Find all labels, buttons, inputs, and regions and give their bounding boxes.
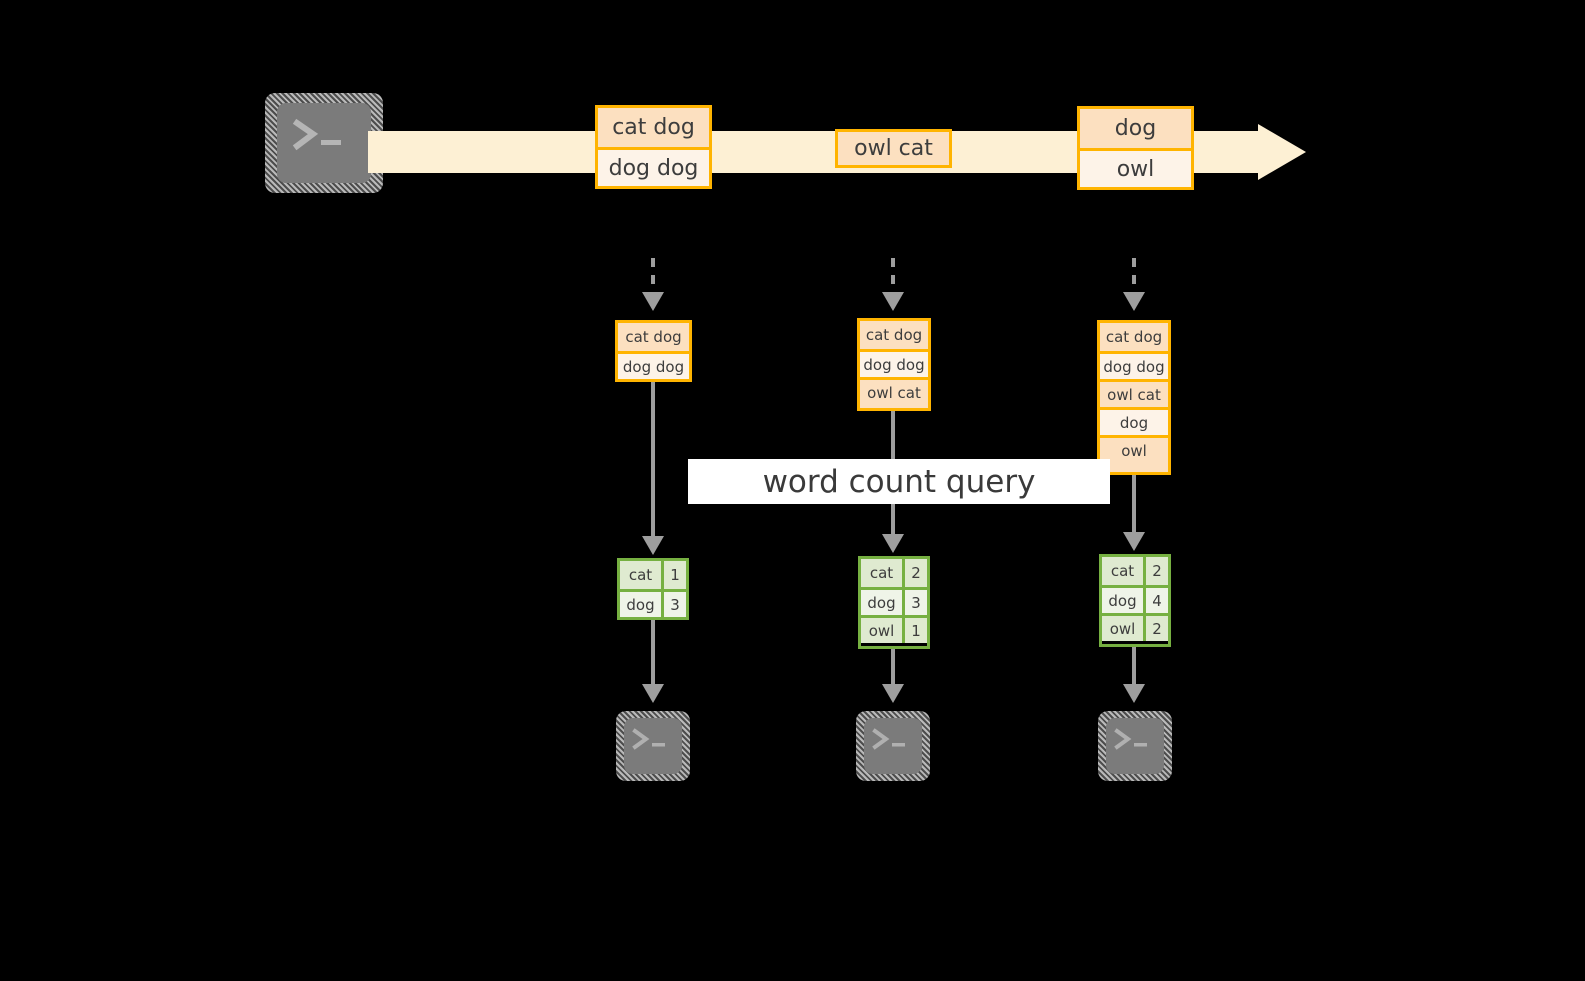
- snapshot-3-record-5: owl: [1100, 435, 1168, 463]
- snapshot-1-count-1: 1: [664, 561, 686, 589]
- snapshot-1-record-1: cat dog: [618, 323, 689, 351]
- stream-event-1-line-1: cat dog: [598, 108, 709, 147]
- snapshot-3-word-2: dog: [1102, 588, 1146, 613]
- snapshot-2-trigger-line: [891, 258, 895, 294]
- snapshot-2-word-2: dog: [861, 590, 905, 615]
- snapshot-1-query-line: [651, 382, 655, 540]
- snapshot-3-word-3: owl: [1102, 616, 1146, 641]
- snapshot-2-word-3: owl: [861, 618, 905, 643]
- snapshot-2-sink-line: [891, 649, 895, 688]
- stream-event-1[interactable]: cat dog dog dog: [595, 105, 712, 189]
- snapshot-3-record-4: dog: [1100, 407, 1168, 435]
- snapshot-3-sink-arrowhead: [1123, 684, 1145, 703]
- terminal-prompt-icon: [872, 728, 905, 750]
- table-row: dog 3: [861, 587, 927, 615]
- snapshot-1-accumulated-records[interactable]: cat dog dog dog: [615, 320, 692, 382]
- snapshot-3-result-table[interactable]: cat 2 dog 4 owl 2: [1099, 554, 1171, 647]
- snapshot-1-trigger-line: [651, 258, 655, 294]
- snapshot-2-record-2: dog dog: [860, 349, 928, 377]
- snapshot-3-count-1: 2: [1146, 557, 1168, 585]
- table-row: dog 4: [1102, 585, 1168, 613]
- table-row: cat 2: [1102, 557, 1168, 585]
- snapshot-2-query-arrowhead: [882, 534, 904, 553]
- stream-event-1-line-2: dog dog: [598, 147, 709, 186]
- table-row: cat 1: [620, 561, 686, 589]
- snapshot-2-record-3: owl cat: [860, 377, 928, 405]
- event-stream-arrowhead: [1258, 124, 1306, 180]
- snapshot-3-trigger-line: [1132, 258, 1136, 294]
- snapshot-3-record-2: dog dog: [1100, 351, 1168, 379]
- table-row: cat 2: [861, 559, 927, 587]
- stream-event-3-line-2: owl: [1080, 148, 1191, 187]
- snapshot-3-query-arrowhead: [1123, 532, 1145, 551]
- snapshot-1-count-2: 3: [664, 592, 686, 617]
- stream-event-3[interactable]: dog owl: [1077, 106, 1194, 190]
- snapshot-2-sink-arrowhead: [882, 684, 904, 703]
- table-row: owl 1: [861, 615, 927, 643]
- query-label: word count query: [688, 459, 1110, 504]
- snapshot-3-sink-terminal[interactable]: [1098, 711, 1172, 781]
- source-terminal-icon[interactable]: [265, 93, 383, 193]
- snapshot-2-word-1: cat: [861, 559, 905, 587]
- terminal-prompt-icon: [292, 118, 341, 151]
- snapshot-3-query-line: [1132, 475, 1136, 536]
- snapshot-1-record-2: dog dog: [618, 351, 689, 379]
- snapshot-3-sink-line: [1132, 647, 1136, 688]
- snapshot-2-result-table[interactable]: cat 2 dog 3 owl 1: [858, 556, 930, 649]
- snapshot-2-record-1: cat dog: [860, 321, 928, 349]
- snapshot-3-count-3: 2: [1146, 616, 1168, 641]
- snapshot-1-trigger-arrowhead: [642, 292, 664, 311]
- snapshot-2-sink-terminal[interactable]: [856, 711, 930, 781]
- snapshot-3-word-1: cat: [1102, 557, 1146, 585]
- stream-event-3-line-1: dog: [1080, 109, 1191, 148]
- snapshot-2-trigger-arrowhead: [882, 292, 904, 311]
- snapshot-1-query-arrowhead: [642, 536, 664, 555]
- snapshot-3-accumulated-records[interactable]: cat dog dog dog owl cat dog owl: [1097, 320, 1171, 475]
- snapshot-2-count-1: 2: [905, 559, 927, 587]
- snapshot-2-count-2: 3: [905, 590, 927, 615]
- snapshot-3-record-3: owl cat: [1100, 379, 1168, 407]
- stream-event-2[interactable]: owl cat: [835, 129, 952, 168]
- terminal-prompt-icon: [632, 728, 665, 750]
- snapshot-1-sink-terminal[interactable]: [616, 711, 690, 781]
- snapshot-1-word-1: cat: [620, 561, 664, 589]
- snapshot-3-count-2: 4: [1146, 588, 1168, 613]
- table-row: owl 2: [1102, 613, 1168, 641]
- table-row: dog 3: [620, 589, 686, 617]
- stream-event-2-line-1: owl cat: [838, 132, 949, 165]
- snapshot-1-result-table[interactable]: cat 1 dog 3: [617, 558, 689, 620]
- snapshot-3-trigger-arrowhead: [1123, 292, 1145, 311]
- snapshot-2-accumulated-records[interactable]: cat dog dog dog owl cat: [857, 318, 931, 411]
- snapshot-1-sink-line: [651, 620, 655, 688]
- snapshot-1-sink-arrowhead: [642, 684, 664, 703]
- terminal-prompt-icon: [1114, 728, 1147, 750]
- snapshot-2-count-3: 1: [905, 618, 927, 643]
- snapshot-1-word-2: dog: [620, 592, 664, 617]
- snapshot-3-record-1: cat dog: [1100, 323, 1168, 351]
